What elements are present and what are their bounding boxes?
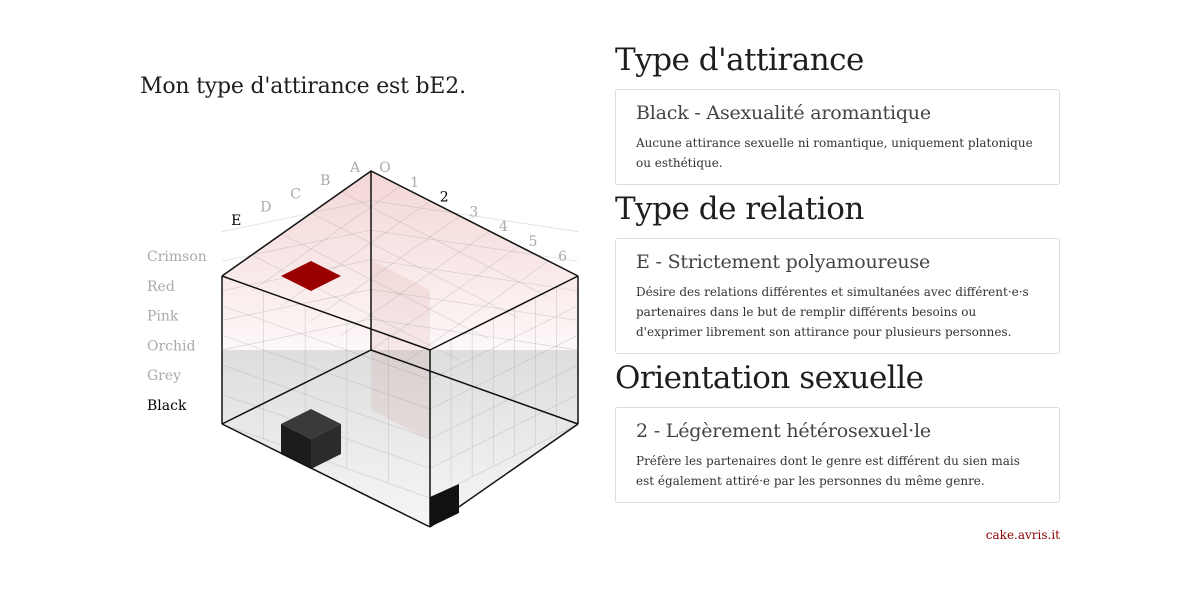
color-scale-label: Orchid <box>147 338 196 354</box>
grid-line <box>251 185 401 292</box>
footer-link[interactable]: cake.avris.it <box>985 528 1060 542</box>
card-title: Black - Asexualité aromantique <box>636 102 931 124</box>
color-scale-label: Pink <box>147 309 179 325</box>
result-title: Mon type d'attirance est bE2. <box>140 74 466 99</box>
cube-top-volume <box>222 171 578 350</box>
description-card: 2 - Légèrement hétérosexuel·le Préfère l… <box>615 407 1060 503</box>
card-text: Aucune attirance sexuelle ni romantique,… <box>636 136 1033 170</box>
color-scale-label: Red <box>147 279 175 295</box>
description-column: Type d'attirance Black - Asexualité arom… <box>615 40 1060 507</box>
grid-line <box>341 191 549 298</box>
card-text: Désire des relations différentes et simu… <box>636 285 1029 339</box>
card-title: 2 - Légèrement hétérosexuel·le <box>636 420 931 442</box>
cube-bottom-volume <box>222 350 578 527</box>
grid-line <box>310 215 461 322</box>
orientation-label: 1 <box>410 175 419 191</box>
grid-line <box>311 212 519 319</box>
bottom-marker <box>430 484 459 527</box>
cube-inner-core <box>371 260 430 440</box>
relation-label: C <box>290 186 301 202</box>
grid-line <box>281 233 489 340</box>
section-heading: Type d'attirance <box>615 42 864 78</box>
selected-color-tile <box>281 261 341 291</box>
section-attraction-type: Type d'attirance Black - Asexualité arom… <box>615 40 1060 185</box>
relation-labels: A B C D E <box>231 160 361 229</box>
description-card: E - Strictement polyamoureuse Désire des… <box>615 238 1060 354</box>
cube-outline <box>221 170 579 528</box>
section-relation-type: Type de relation E - Strictement polyamo… <box>615 189 1060 354</box>
card-title: E - Strictement polyamoureuse <box>636 251 931 273</box>
grid-line <box>369 245 520 352</box>
relation-label: B <box>320 173 330 189</box>
color-scale-label: Crimson <box>147 249 207 265</box>
section-heading: Orientation sexuelle <box>615 360 924 396</box>
orientation-label: 6 <box>558 249 567 265</box>
orientation-label: 2 <box>440 190 449 206</box>
section-heading: Type de relation <box>615 191 864 227</box>
relation-label: D <box>260 200 271 216</box>
color-scale-label: Grey <box>147 368 181 384</box>
color-scale-label: Black <box>147 398 187 414</box>
section-sexual-orientation: Orientation sexuelle 2 - Légèrement hété… <box>615 358 1060 503</box>
card-text: Préfère les partenaires dont le genre es… <box>636 454 1020 488</box>
relation-label: A <box>349 160 361 176</box>
orientation-labels: O 1 2 3 4 5 6 <box>379 160 567 265</box>
grid-line <box>340 230 490 337</box>
orientation-label: 5 <box>529 234 538 250</box>
orientation-label: O <box>379 160 390 176</box>
grid-line <box>251 254 459 361</box>
orientation-label: 4 <box>499 219 508 235</box>
relation-label: E <box>231 213 241 229</box>
orientation-label: 3 <box>469 204 478 220</box>
description-card: Black - Asexualité aromantique Aucune at… <box>615 89 1060 185</box>
